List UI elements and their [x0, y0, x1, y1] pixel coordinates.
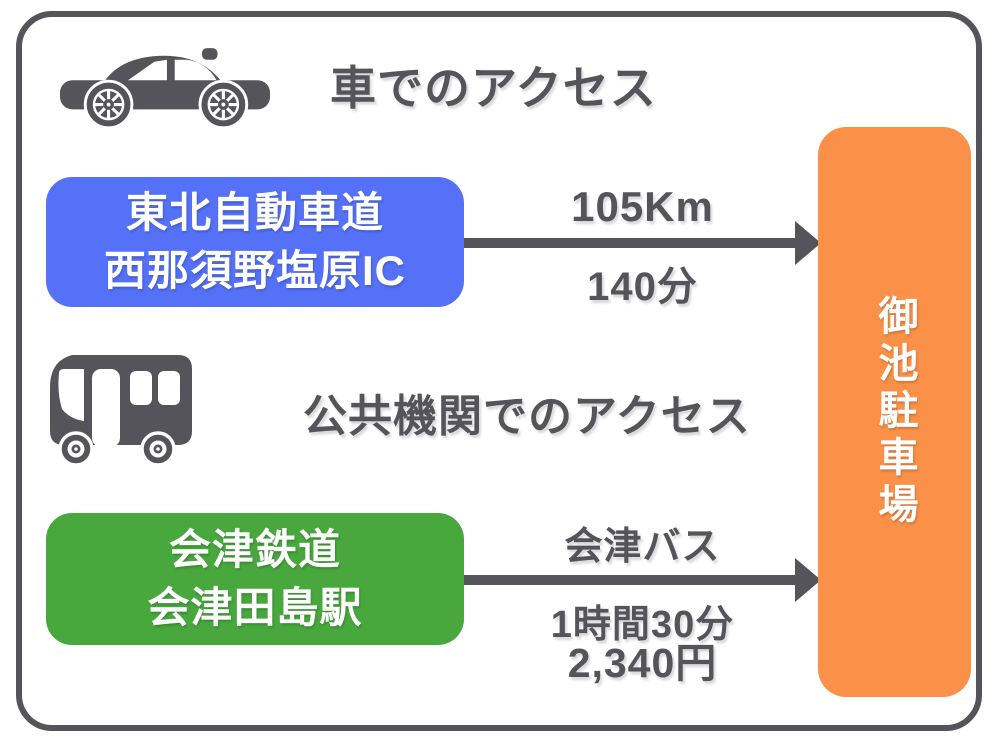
car-origin-box: 東北自動車道 西那須野塩原IC [46, 177, 464, 307]
public-origin-box: 会津鉄道 会津田島駅 [46, 513, 464, 645]
car-origin-line2: 西那須野塩原IC [103, 247, 406, 294]
bus-route-duration-label: 1時間30分 [550, 604, 735, 646]
car-route-duration-label: 140分 [587, 265, 698, 309]
public-access-title: 公共機関でのアクセス [303, 392, 751, 441]
public-origin-line1: 会津鉄道 [168, 526, 341, 573]
arrow-head-icon [795, 558, 821, 602]
destination-box: 御池駐車場 [818, 127, 971, 697]
public-origin-line2: 会津田島駅 [147, 584, 363, 631]
car-access-title: 車でのアクセス [330, 62, 657, 114]
car-route-arrow [464, 221, 821, 265]
bus-route-fare-label: 2,340円 [567, 640, 718, 686]
arrow-shaft [464, 238, 797, 248]
destination-label: 御池駐車場 [872, 294, 917, 530]
car-origin-line1: 東北自動車道 [125, 189, 384, 236]
arrow-head-icon [795, 221, 821, 265]
car-route-distance-label: 105Km [571, 183, 714, 230]
arrow-shaft [464, 575, 797, 585]
bus-route-arrow [464, 558, 821, 602]
outer-border [16, 11, 982, 731]
bus-operator-label: 会津バス [564, 526, 721, 568]
car-icon [58, 42, 272, 134]
bus-icon [46, 351, 196, 471]
